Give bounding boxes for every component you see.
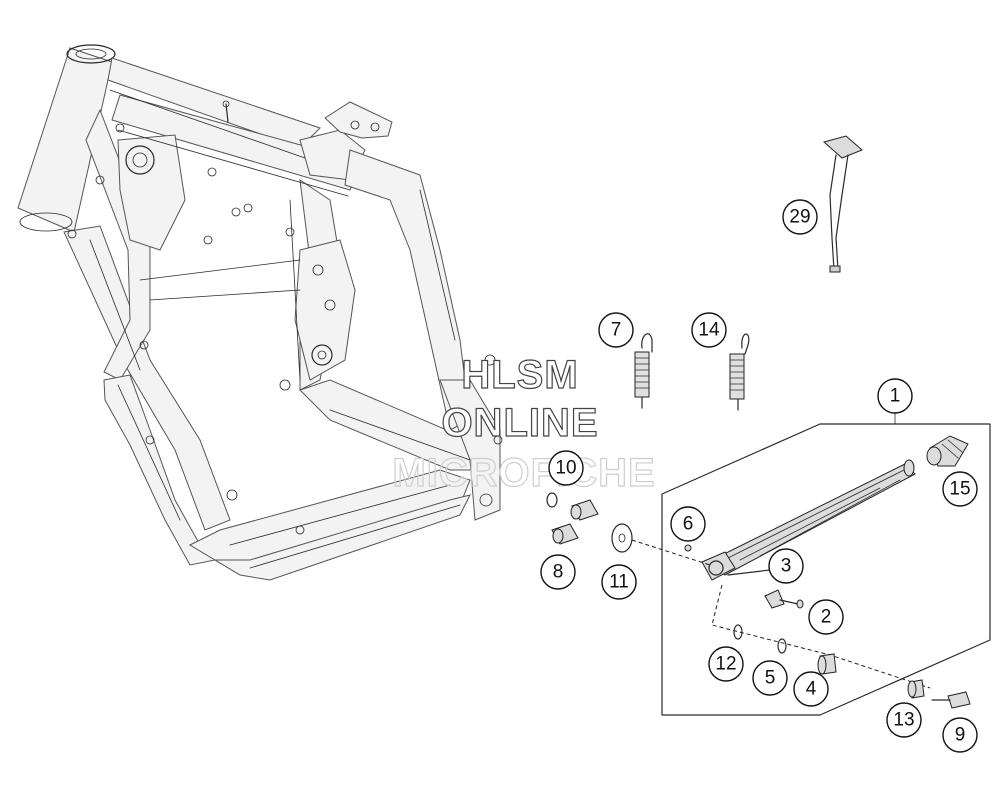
frame-detail-lines <box>89 89 471 569</box>
callout-3[interactable]: 3 <box>768 548 804 584</box>
callout-14[interactable]: 14 <box>691 312 727 348</box>
bracket-and-bolt <box>764 589 804 609</box>
spring-7 <box>634 333 653 409</box>
callout-13-label: 13 <box>893 710 914 731</box>
callout-4[interactable]: 4 <box>793 671 829 707</box>
callout-11-label: 11 <box>609 572 629 593</box>
callout-6-label: 6 <box>683 514 694 535</box>
frame-mounting-plates <box>67 123 503 535</box>
callout-12[interactable]: 12 <box>708 646 744 682</box>
callout-15[interactable]: 15 <box>942 471 978 507</box>
side-stand <box>701 459 916 581</box>
callout-8[interactable]: 8 <box>540 554 576 590</box>
callout-2[interactable]: 2 <box>808 599 844 635</box>
callout-10[interactable]: 10 <box>548 450 584 486</box>
assembly-box <box>661 411 991 716</box>
callout-12-label: 12 <box>715 654 736 675</box>
callout-15-label: 15 <box>949 479 970 500</box>
callout-2-label: 2 <box>821 607 832 628</box>
callout-5-label: 5 <box>765 668 776 689</box>
callout-11[interactable]: 11 <box>601 564 637 600</box>
callout-13[interactable]: 13 <box>886 702 922 738</box>
callout-1[interactable]: 1 <box>877 378 913 414</box>
steering-head <box>17 44 116 233</box>
foot-pad <box>926 435 969 467</box>
bolts-left <box>546 492 633 553</box>
callout-10-label: 10 <box>555 458 576 479</box>
watermark-line-1: HLSM <box>461 353 578 397</box>
callout-9-label: 9 <box>955 725 966 746</box>
callout-3-label: 3 <box>781 556 792 577</box>
watermark-line-2: ONLINE <box>441 401 598 445</box>
callout-29-label: 29 <box>789 207 810 228</box>
watermark: HLSM ONLINE MICROFICHE <box>392 352 656 495</box>
callout-1-label: 1 <box>890 386 901 407</box>
callout-7[interactable]: 7 <box>598 312 634 348</box>
callout-9[interactable]: 9 <box>942 717 978 753</box>
callout-8-label: 8 <box>553 562 564 583</box>
spring-hook-tool <box>822 135 863 273</box>
callout-6[interactable]: 6 <box>670 506 706 542</box>
frame-drawing <box>17 44 503 581</box>
spring-14 <box>729 333 750 411</box>
watermark-line-3: MICROFICHE <box>392 451 655 495</box>
upper-main-tubes <box>107 57 471 431</box>
callout-4-label: 4 <box>806 679 817 700</box>
callout-5[interactable]: 5 <box>752 660 788 696</box>
callout-14-label: 14 <box>698 320 720 341</box>
callout-7-label: 7 <box>611 320 622 341</box>
down-tubes <box>63 108 231 566</box>
callout-29[interactable]: 29 <box>782 199 818 235</box>
small-parts <box>684 544 971 709</box>
